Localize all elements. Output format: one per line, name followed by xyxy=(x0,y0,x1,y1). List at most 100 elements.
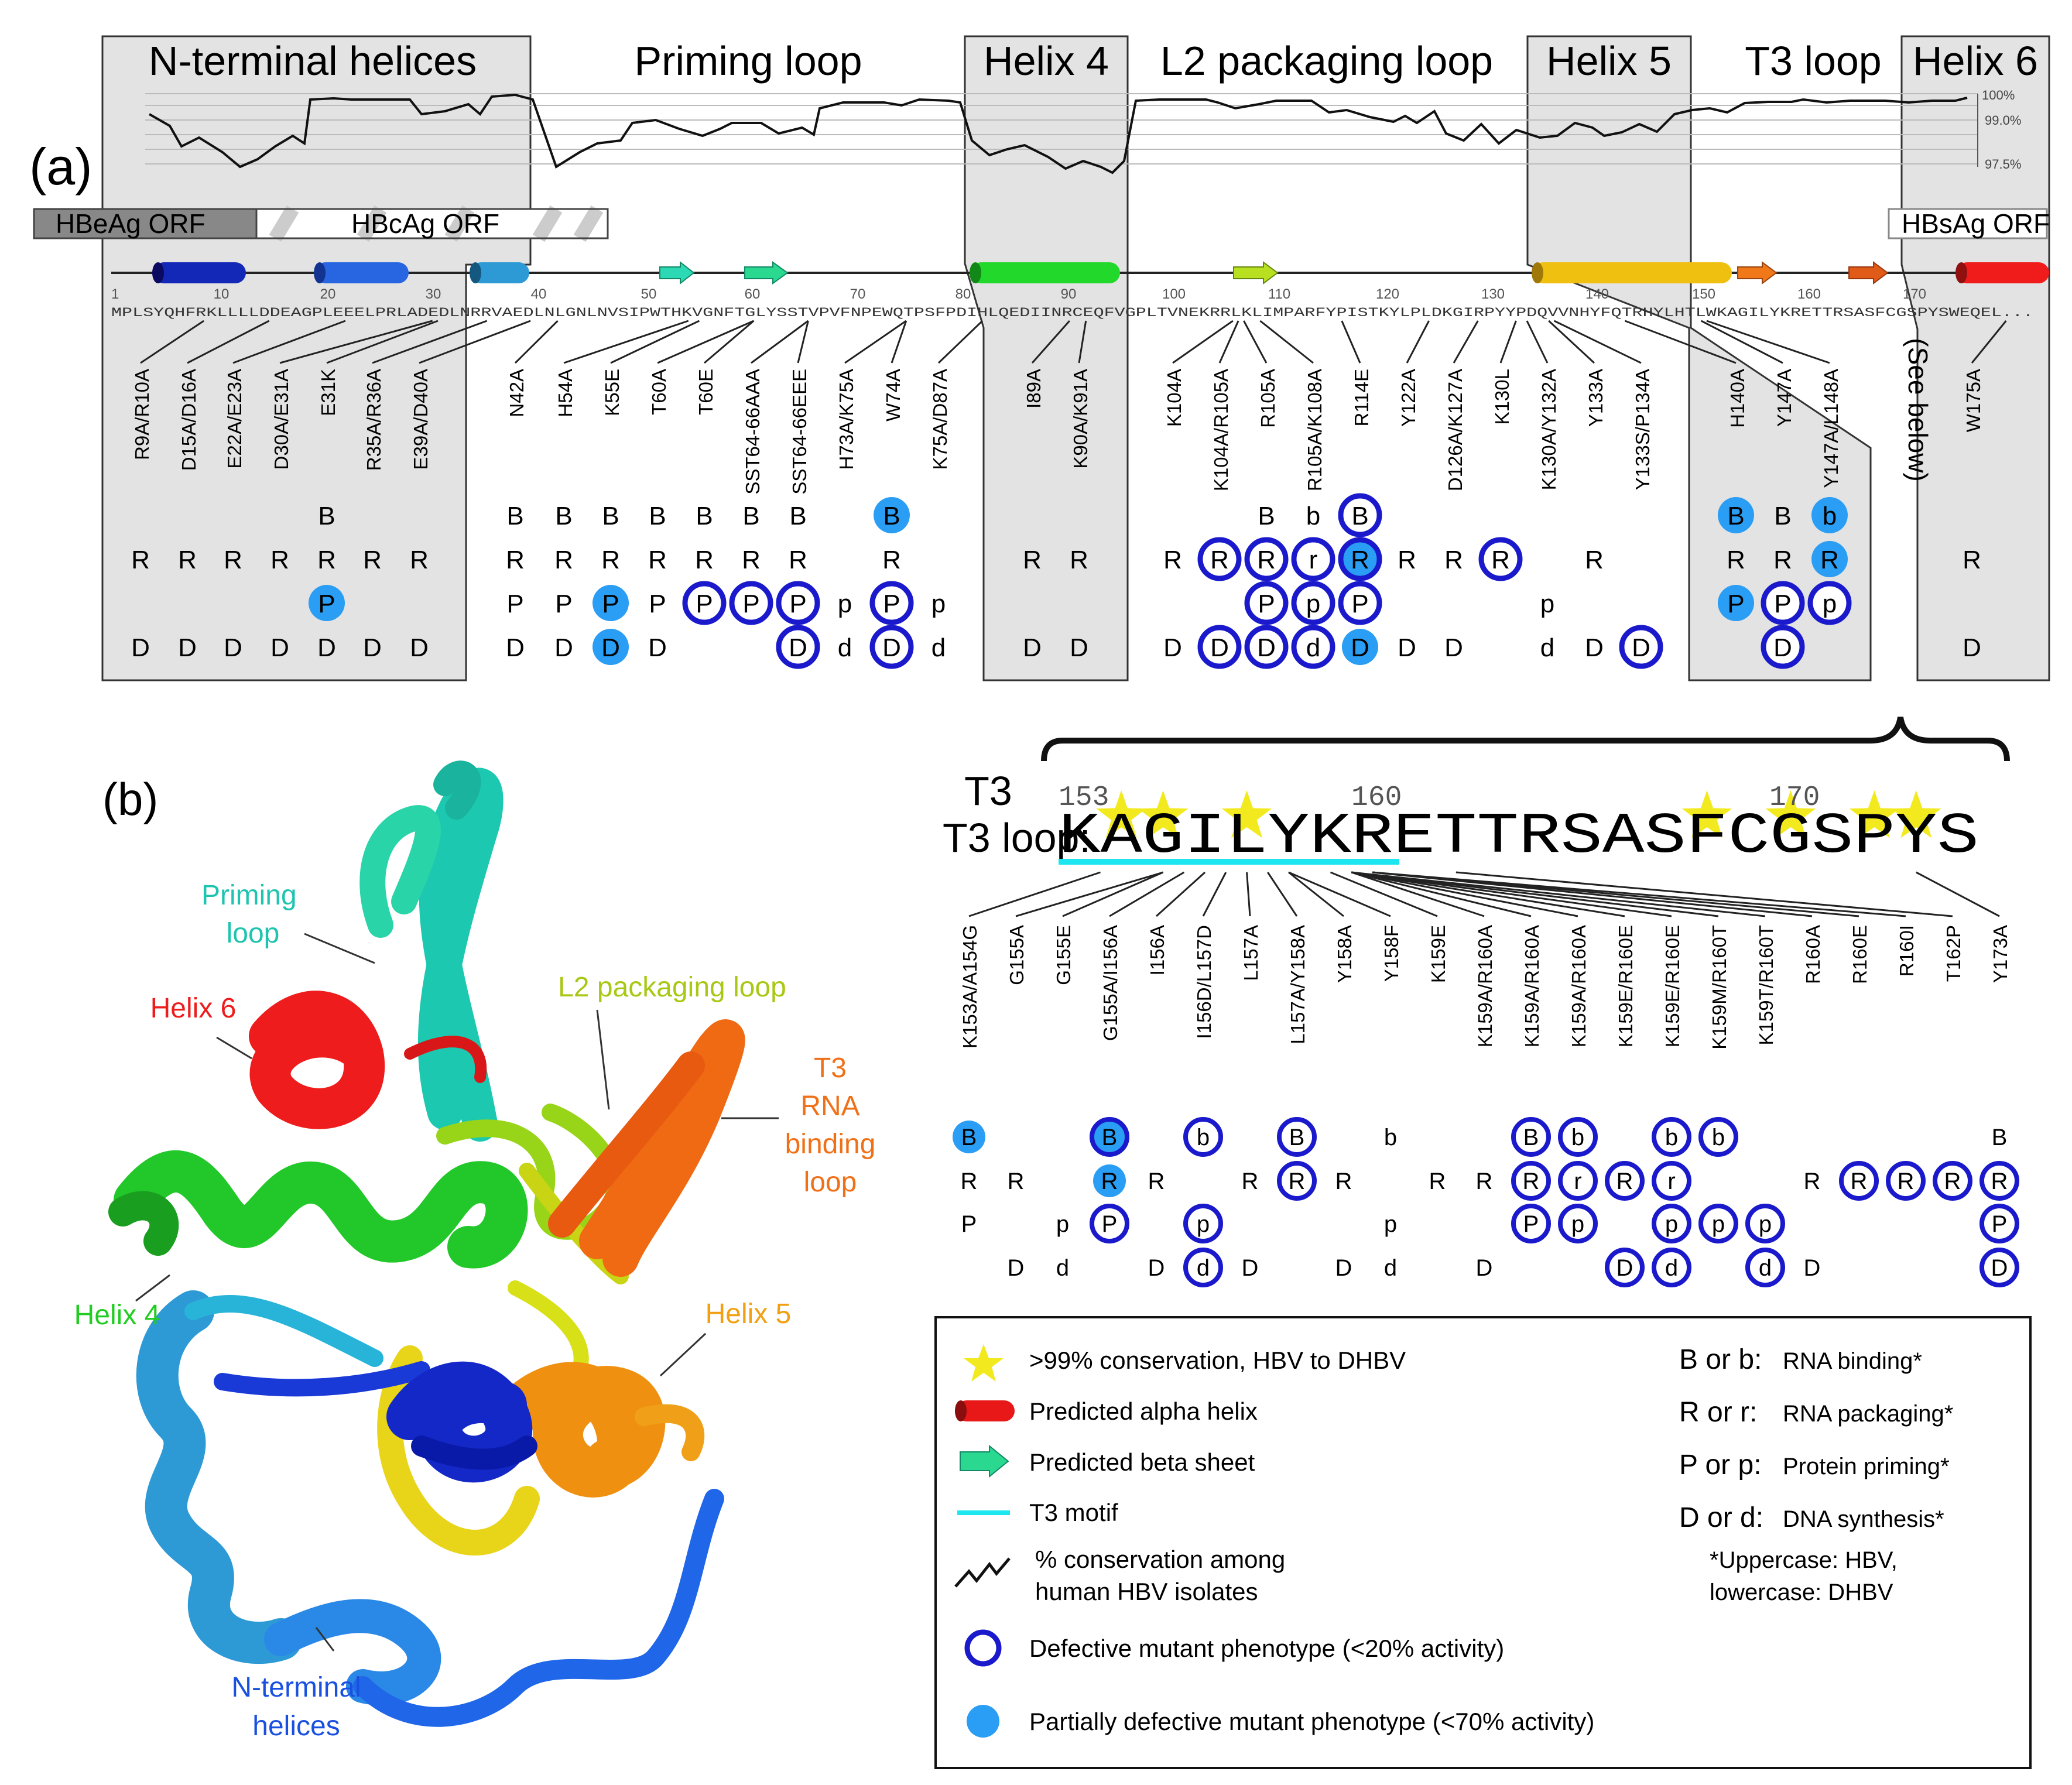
t3-conservation-stars xyxy=(1096,790,1941,838)
panel-a-connector-lines xyxy=(140,320,2007,364)
region-title-3: L2 packaging loop xyxy=(1160,38,1493,84)
legend-text-6: Partially defective mutant phenotype (<7… xyxy=(1029,1708,1594,1735)
t3-mutant-name-16: K159M/R160T xyxy=(1708,925,1730,1050)
phenotype-11-P: P xyxy=(696,590,713,618)
t3-defective-12-R xyxy=(1511,1161,1551,1201)
defective-marker-21-R xyxy=(1244,537,1289,581)
phenotype-4-D: D xyxy=(317,633,336,662)
phenotype-12-B: B xyxy=(742,502,759,530)
leader-l2-loop xyxy=(596,1009,610,1110)
connector-16 xyxy=(937,320,984,364)
connector-4 xyxy=(326,320,439,364)
connector-26 xyxy=(1499,320,1517,364)
connector-32 xyxy=(1706,320,1830,364)
mutant-name-6: E39A/D40A xyxy=(410,369,431,470)
residue-tick-50: 50 xyxy=(641,286,657,302)
phenotype-22-R: r xyxy=(1309,546,1318,574)
defective-marker-20-D xyxy=(1197,625,1242,669)
mutant-name-28: Y133A xyxy=(1585,369,1607,427)
t3-phenotype-22-R: R xyxy=(1991,1169,2008,1194)
legend-footnote: *Uppercase: HBV, lowercase: DHBV xyxy=(1710,1547,1904,1605)
phenotype-29-D: D xyxy=(1632,633,1650,662)
t3-defective-7-B xyxy=(1277,1117,1317,1157)
orf-hbeag-label: HBeAg ORF xyxy=(56,208,206,239)
t3-connector-0 xyxy=(968,871,1101,917)
t3-defective-5-P xyxy=(1183,1204,1223,1243)
t3-defective-21-R xyxy=(1933,1161,1972,1201)
mutant-name-0: R9A/R10A xyxy=(131,369,153,460)
legend-key-0: B or b: xyxy=(1679,1344,1762,1375)
connector-9 xyxy=(610,320,700,364)
t3-connector-3 xyxy=(1109,871,1185,917)
phenotype-10-P: P xyxy=(649,590,666,618)
connector-8 xyxy=(563,320,689,364)
structure-label-priming-loop-l1: Priming xyxy=(201,880,297,911)
t3-mutant-columns: K153A/A154GBRPG155ARDG155EpdG155A/I156AB… xyxy=(953,925,2019,1287)
helix-2-icon xyxy=(314,262,409,283)
phenotype-22-P: p xyxy=(1306,590,1320,618)
connector-12 xyxy=(751,320,809,364)
t3-star-2 xyxy=(1221,790,1272,838)
connector-27 xyxy=(1526,320,1549,364)
t3-phenotype-11-R: R xyxy=(1476,1169,1493,1194)
defective-marker-23-B xyxy=(1338,493,1382,537)
residue-tick-150: 150 xyxy=(1692,286,1715,302)
phenotype-31-P: P xyxy=(1774,590,1791,618)
defective-marker-22-D xyxy=(1291,625,1335,669)
connector-2 xyxy=(232,320,346,364)
mutant-name-23: R114E xyxy=(1351,369,1372,426)
helix-4-icon xyxy=(970,262,1120,283)
phenotype-14-D: d xyxy=(838,633,852,662)
phenotype-2-R: R xyxy=(224,546,242,574)
phenotype-4-R: R xyxy=(317,546,336,574)
t3-sequence: KAGILYKRETTRSASFCGSPYS xyxy=(1059,804,1979,869)
t3-mutant-name-10: K159E xyxy=(1427,925,1449,983)
mutant-name-13: SST64-66EEE xyxy=(789,369,810,495)
phenotype-19-R: R xyxy=(1163,546,1182,574)
legend-text-4: % conservation among human HBV isolates xyxy=(1035,1546,1292,1605)
t3-num-153: 153 xyxy=(1059,782,1109,814)
t3-mutant-name-6: L157A xyxy=(1240,925,1262,981)
connector-30 xyxy=(1624,320,1737,364)
phenotype-32-P: p xyxy=(1823,590,1837,618)
t3-phenotype-13-R: r xyxy=(1574,1169,1581,1194)
helix-1-icon xyxy=(152,262,246,283)
t3-connector-2 xyxy=(1062,871,1164,917)
connector-19 xyxy=(1172,320,1234,364)
phenotype-8-R: R xyxy=(554,546,573,574)
phenotype-25-R: R xyxy=(1444,546,1463,574)
t3-phenotype-18-D: D xyxy=(1804,1255,1821,1281)
legend-footnote-l1: *Uppercase: HBV, xyxy=(1710,1547,1898,1573)
mutant-name-24: Y122A xyxy=(1398,369,1419,427)
mutant-name-1: D15A/D16A xyxy=(178,369,200,471)
region-title-1: Priming loop xyxy=(634,38,862,84)
region-title-6: Helix 6 xyxy=(1913,38,2038,84)
t3-phenotype-3-P: P xyxy=(1102,1211,1118,1237)
helix-3-icon xyxy=(470,262,529,283)
residue-tick-20: 20 xyxy=(320,286,336,302)
phenotype-1-D: D xyxy=(178,633,197,662)
connector-28 xyxy=(1548,320,1595,364)
phenotype-13-R: R xyxy=(789,546,807,574)
connector-10 xyxy=(657,320,755,364)
connector-0 xyxy=(140,320,204,364)
structure-label-t3-loop-l2: RNA xyxy=(800,1091,859,1122)
beta-sheet-2-icon xyxy=(744,261,789,285)
beta-sheet-3-icon xyxy=(1233,261,1279,285)
t3-mutant-name-5: I156D/L157D xyxy=(1193,925,1215,1039)
phenotype-26-R: R xyxy=(1491,546,1510,574)
t3-phenotype-1-D: D xyxy=(1008,1255,1025,1281)
phenotype-6-R: R xyxy=(410,546,429,574)
t3-phenotype-1-R: R xyxy=(1008,1169,1025,1194)
phenotype-23-B: B xyxy=(1351,502,1368,530)
structure-label-helix-5: Helix 5 xyxy=(705,1299,792,1330)
t3-defective-14-R xyxy=(1605,1161,1645,1201)
residue-tick-90: 90 xyxy=(1061,286,1077,302)
t3-connector-5 xyxy=(1202,872,1227,917)
residue-tick-1: 1 xyxy=(111,286,119,302)
partial-marker-15-B xyxy=(874,497,910,533)
phenotype-12-R: R xyxy=(742,546,761,574)
phenotype-10-D: D xyxy=(648,633,667,662)
t3-mutant-name-13: K159A/R160A xyxy=(1568,925,1590,1047)
defective-marker-21-P xyxy=(1244,581,1289,625)
